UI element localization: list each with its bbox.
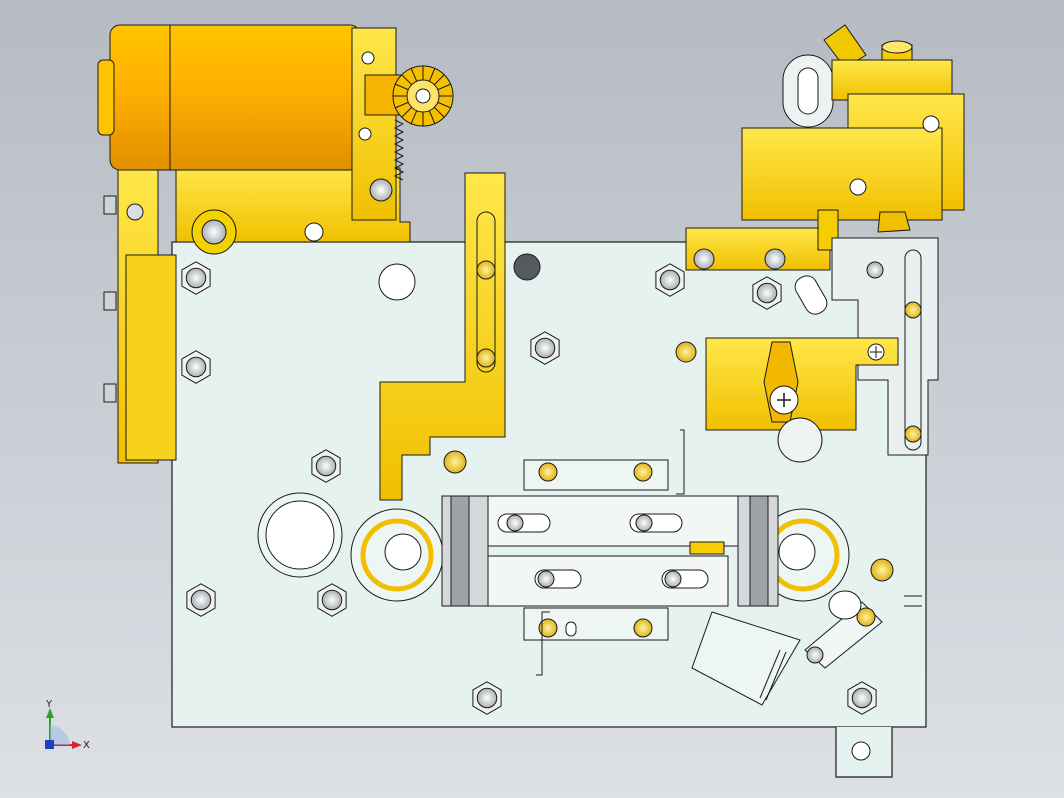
slide-assembly [441,429,779,676]
bearing-icon [257,492,850,602]
valve-assembly [685,24,965,271]
triad-x-label: X [83,740,90,751]
plate-hole [378,263,416,301]
mounting-tab [835,727,893,778]
plate-hole [513,253,541,281]
gold-nut [443,450,467,474]
flap-lever [691,558,922,706]
hex-nut-washer [756,282,778,304]
hex-nut-washer [851,687,873,709]
hex-nut-washer [534,337,556,359]
triad-y-label: Y [45,699,53,710]
hex-nut-icon [181,261,877,715]
motor-assembly [97,24,411,464]
cam-lever-icon [675,337,899,463]
l-bracket [379,172,506,501]
coordinate-triad-icon: Y X [45,699,90,751]
hex-nut-washer [185,356,207,378]
bevel-gear-icon [392,65,454,127]
hex-nut-washer [321,589,343,611]
hex-nut-washer [185,267,207,289]
hex-nut-washer [476,687,498,709]
hex-nut-washer [659,269,681,291]
hex-nut-washer [315,455,337,477]
hex-nut-washer [190,589,212,611]
